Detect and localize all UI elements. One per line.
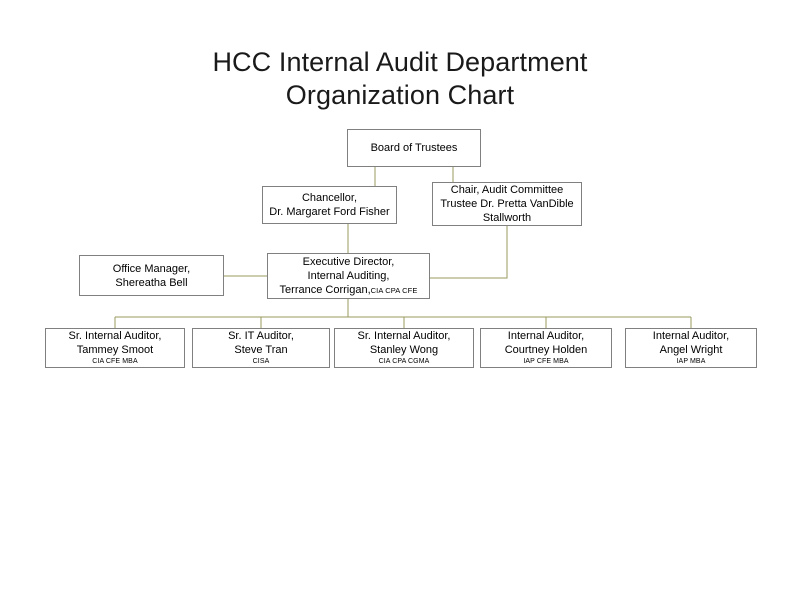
node-sr-internal-auditor-tammey-smoot[interactable]: Sr. Internal Auditor, Tammey Smoot CIA C… [45,328,185,368]
node-internal-auditor-courtney-holden[interactable]: Internal Auditor, Courtney Holden IAP CF… [480,328,612,368]
node-auditor-3-name: Stanley Wong [369,344,439,356]
node-board-of-trustees[interactable]: Board of Trustees [347,129,481,167]
node-internal-auditor-angel-wright[interactable]: Internal Auditor, Angel Wright IAP MBA [625,328,757,368]
node-auditor-5-credentials: IAP MBA [676,358,706,365]
node-exec-director-title: Executive Director, [302,255,395,268]
node-auditor-4-name: Courtney Holden [504,344,588,356]
page-title: HCC Internal Audit Department Organizati… [212,47,588,110]
node-auditor-2-name: Steve Tran [234,344,288,356]
node-sr-it-auditor-steve-tran[interactable]: Sr. IT Auditor, Steve Tran CISA [192,328,330,368]
node-audit-chair-name: Trustee Dr. Pretta VanDible [440,198,574,210]
node-auditor-3-credentials: CIA CPA CGMA [378,358,430,365]
node-chancellor-name: Dr. Margaret Ford Fisher [269,206,390,218]
node-executive-director[interactable]: Executive Director, Internal Auditing, T… [267,253,430,299]
node-chancellor-title: Chancellor, [301,192,358,204]
node-office-manager[interactable]: Office Manager, Shereatha Bell [79,255,224,296]
node-exec-director-name-row: Terrance Corrigan,CIA CPA CFE [280,283,418,298]
node-auditor-2-title: Sr. IT Auditor, [228,330,294,342]
node-auditor-5-title: Internal Auditor, [652,330,730,342]
node-audit-chair-title: Chair, Audit Committee [450,184,564,196]
node-auditor-1-credentials: CIA CFE MBA [92,358,138,365]
node-office-manager-name: Shereatha Bell [115,276,188,289]
node-auditor-1-name: Tammey Smoot [76,344,154,356]
node-sr-internal-auditor-stanley-wong[interactable]: Sr. Internal Auditor, Stanley Wong CIA C… [334,328,474,368]
node-board-line1: Board of Trustees [370,142,458,154]
node-exec-director-name: Terrance Corrigan, [279,283,371,296]
node-office-manager-title: Office Manager, [112,262,191,275]
node-auditor-3-title: Sr. Internal Auditor, [357,330,451,342]
node-auditor-5-name: Angel Wright [659,344,723,356]
node-auditor-4-title: Internal Auditor, [507,330,585,342]
node-auditor-1-title: Sr. Internal Auditor, [68,330,162,342]
node-auditor-4-credentials: IAP CFE MBA [523,358,569,365]
node-auditor-2-credentials: CISA [252,358,270,365]
node-exec-director-dept: Internal Auditing, [307,269,390,282]
node-audit-chair-name-cont: Stallworth [482,212,532,224]
node-chancellor[interactable]: Chancellor, Dr. Margaret Ford Fisher [262,186,397,224]
connector-audit-chair-to-exec [430,226,508,279]
node-audit-committee-chair[interactable]: Chair, Audit Committee Trustee Dr. Prett… [432,182,582,226]
node-exec-director-credentials: CIA CPA CFE [370,285,418,295]
